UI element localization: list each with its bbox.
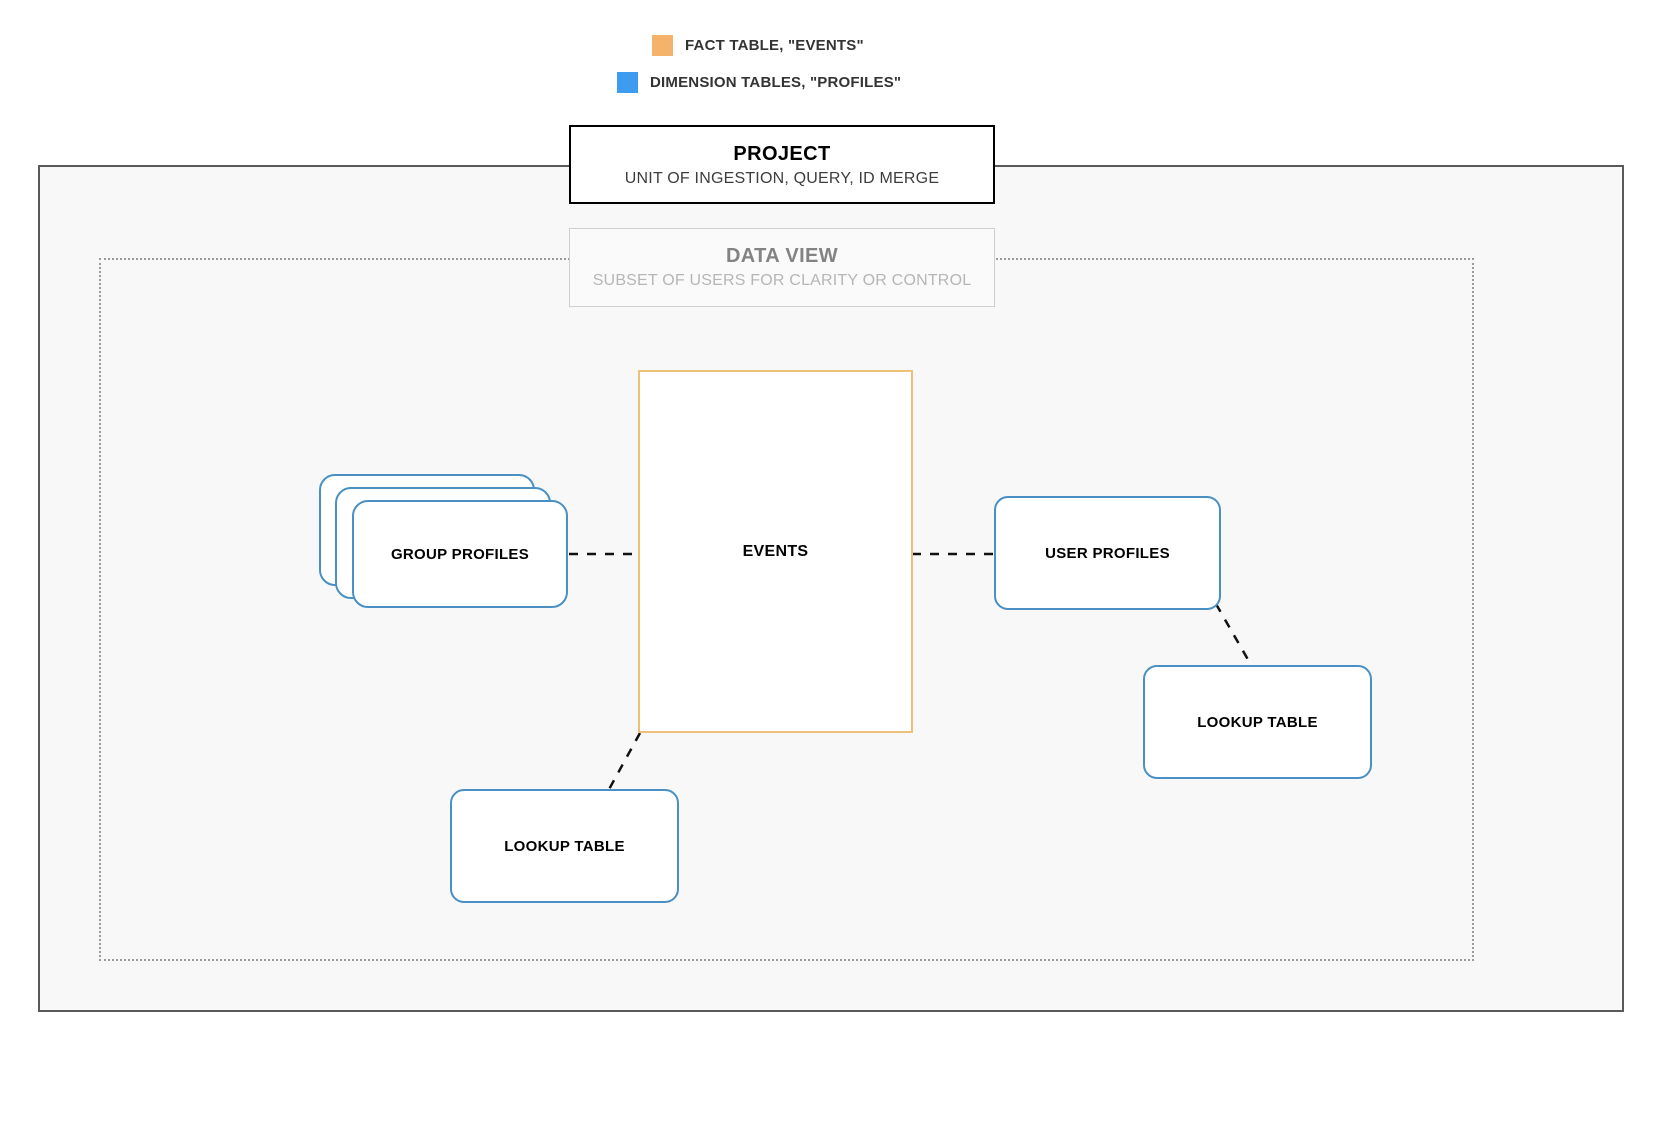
project-subtitle: UNIT OF INGESTION, QUERY, ID MERGE: [624, 170, 940, 187]
square-swatch-icon: [617, 72, 638, 93]
data-view-subtitle: SUBSET OF USERS FOR CLARITY OR CONTROL: [592, 272, 972, 289]
node-group-profiles[interactable]: GROUP PROFILES: [319, 474, 571, 610]
group-profiles-card-front[interactable]: GROUP PROFILES: [352, 500, 568, 608]
node-label-lookup-table-right: LOOKUP TABLE: [1197, 713, 1318, 731]
node-user-profiles[interactable]: USER PROFILES: [994, 496, 1221, 610]
legend-label-dimension-tables: DIMENSION TABLES, "PROFILES": [650, 74, 902, 91]
project-title-box: PROJECT UNIT OF INGESTION, QUERY, ID MER…: [569, 125, 995, 204]
node-label-user-profiles: USER PROFILES: [1045, 544, 1170, 562]
legend-item-fact-table: FACT TABLE, "EVENTS": [652, 35, 864, 56]
data-view-title-box: DATA VIEW SUBSET OF USERS FOR CLARITY OR…: [569, 228, 995, 307]
node-lookup-table-right[interactable]: LOOKUP TABLE: [1143, 665, 1372, 779]
node-lookup-table-left[interactable]: LOOKUP TABLE: [450, 789, 679, 903]
node-label-group-profiles: GROUP PROFILES: [390, 545, 530, 563]
node-label-lookup-table-left: LOOKUP TABLE: [504, 837, 625, 855]
node-label-events: EVENTS: [742, 542, 809, 560]
data-view-title: DATA VIEW: [725, 245, 839, 267]
square-swatch-icon: [652, 35, 673, 56]
node-events[interactable]: EVENTS: [638, 370, 913, 733]
project-title: PROJECT: [733, 143, 831, 165]
legend-label-fact-table: FACT TABLE, "EVENTS": [685, 37, 864, 54]
legend-item-dimension-tables: DIMENSION TABLES, "PROFILES": [617, 72, 901, 93]
